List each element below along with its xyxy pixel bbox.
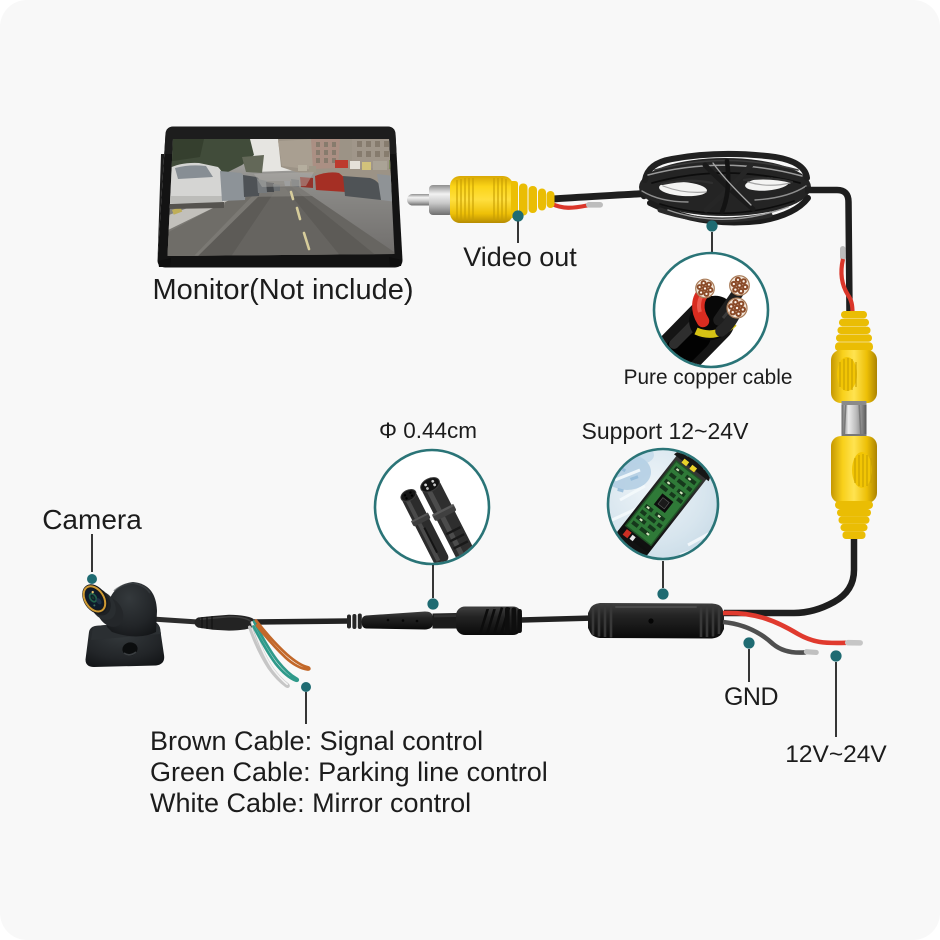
svg-text:Video out: Video out <box>463 242 577 272</box>
svg-text:12V~24V: 12V~24V <box>785 741 887 768</box>
svg-text:Monitor(Not include): Monitor(Not include) <box>152 274 413 306</box>
svg-text:Φ 0.44cm: Φ 0.44cm <box>379 418 477 443</box>
svg-text:Green Cable: Parking line cont: Green Cable: Parking line control <box>150 757 548 787</box>
svg-text:Brown Cable: Signal control: Brown Cable: Signal control <box>150 726 483 756</box>
svg-text:Camera: Camera <box>42 504 142 535</box>
svg-text:GND: GND <box>724 683 778 711</box>
svg-text:Support 12~24V: Support 12~24V <box>582 418 750 444</box>
svg-text:White Cable: Mirror control: White Cable: Mirror control <box>150 788 471 818</box>
svg-text:Pure copper cable: Pure copper cable <box>624 366 793 389</box>
